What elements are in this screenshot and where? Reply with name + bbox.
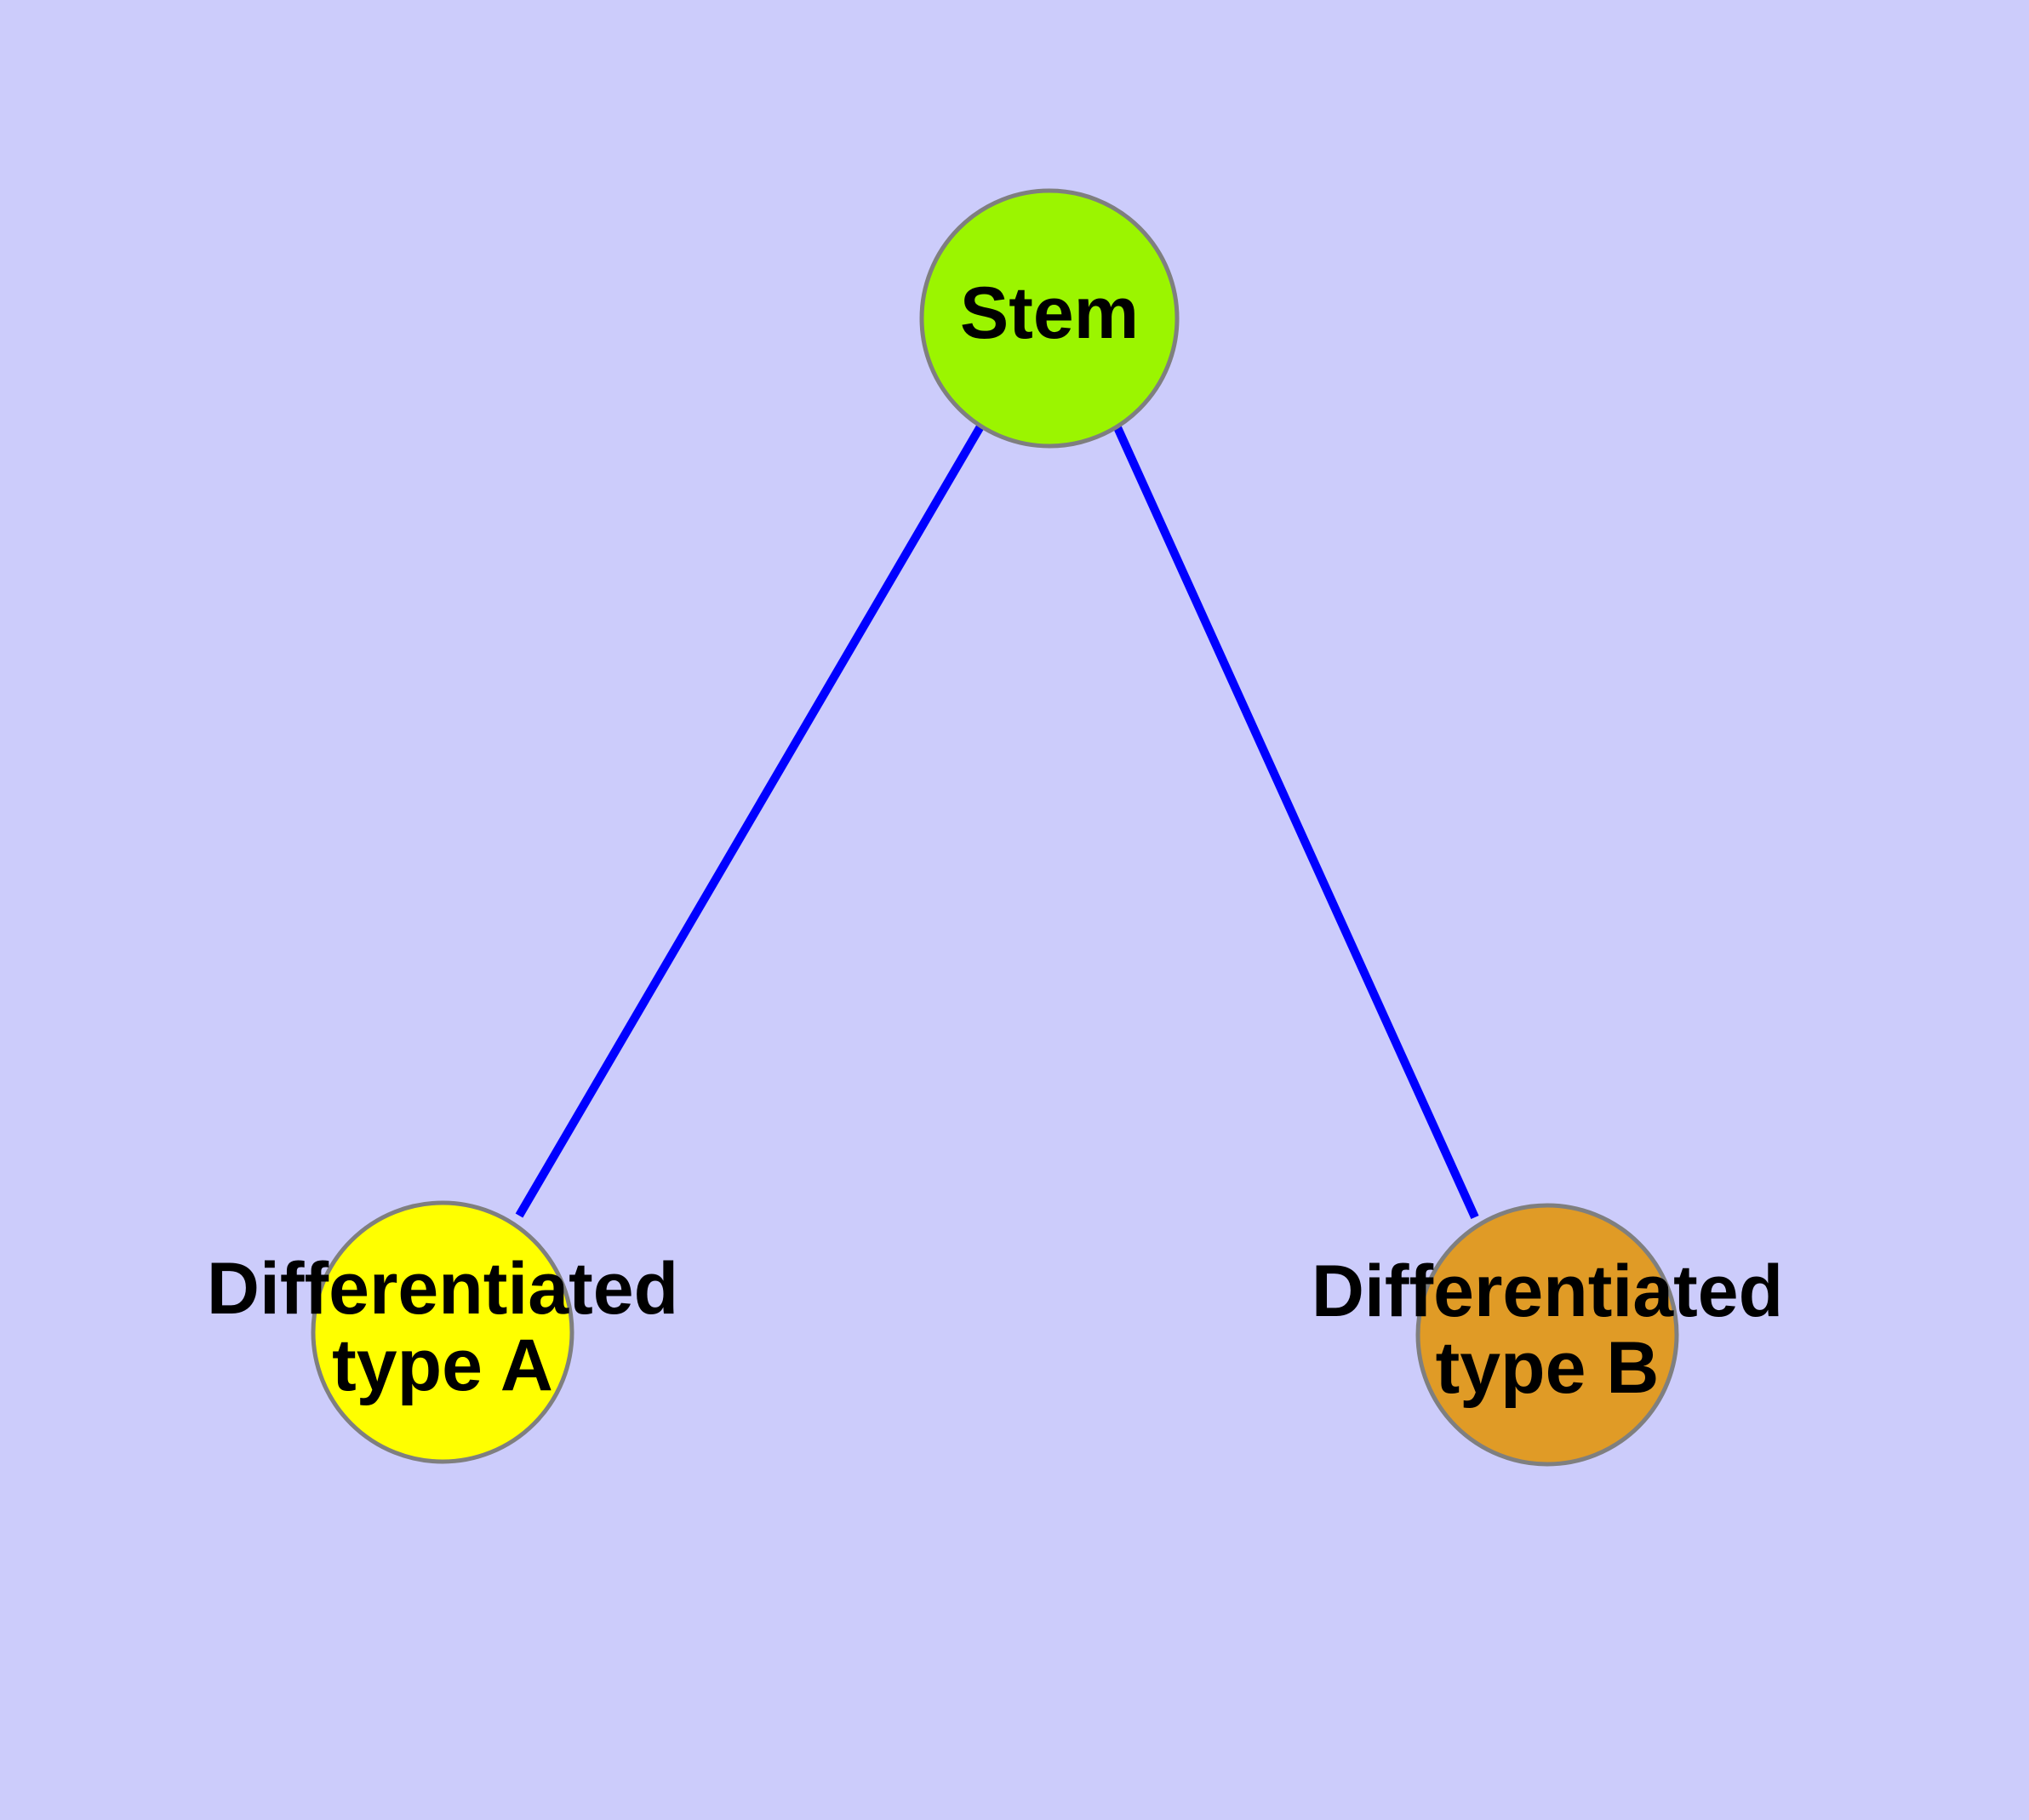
graph-edge-stem-to-b[interactable] (1112, 423, 1479, 1220)
graph-node-diff_a[interactable] (311, 1200, 574, 1464)
graph-edge-stem-to-a[interactable] (515, 424, 985, 1218)
graph-node-diff_b[interactable] (1415, 1203, 1679, 1467)
node-label-line: type B (1436, 1327, 1660, 1409)
node-label-line: Differentiated (1312, 1251, 1783, 1332)
node-label-line: Stem (960, 272, 1139, 354)
node-circle-diff_b[interactable] (1415, 1203, 1679, 1467)
node-circle-stem[interactable] (919, 188, 1180, 449)
graph-node-stem[interactable] (919, 188, 1180, 449)
node-circle-diff_a[interactable] (311, 1200, 574, 1464)
node-label-line: type A (332, 1325, 553, 1406)
node-label-stem: Stem (960, 272, 1139, 354)
edge-layer (515, 423, 1479, 1220)
node-label-line: Differentiated (207, 1248, 678, 1330)
